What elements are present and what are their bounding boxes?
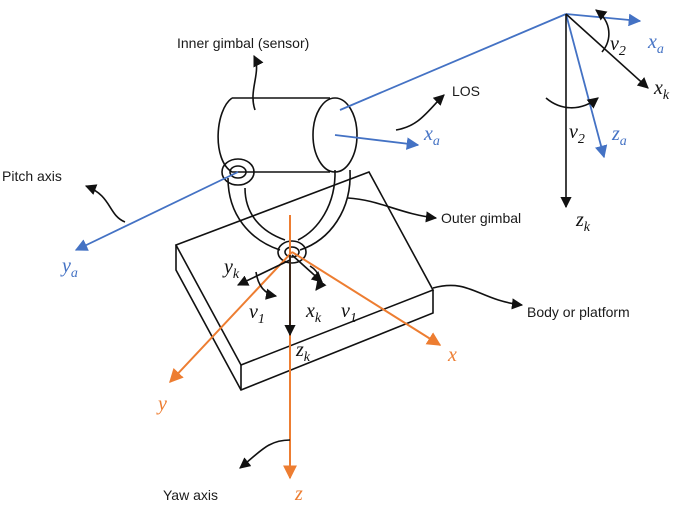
y-axis-arrow bbox=[169, 251, 293, 384]
sym-z: z bbox=[294, 483, 303, 505]
leader-yaw-axis bbox=[239, 439, 291, 469]
xa-arrow-sensor bbox=[334, 134, 420, 150]
svg-text:xk: xk bbox=[305, 300, 322, 326]
svg-text:zk: zk bbox=[295, 339, 311, 365]
sym-v2-bottom: v2 bbox=[569, 121, 585, 147]
yaw-bearing-outer bbox=[277, 240, 307, 264]
leader-pitch-axis bbox=[84, 184, 126, 223]
inner-gimbal-cylinder bbox=[217, 97, 358, 186]
label-pitch-axis: Pitch axis bbox=[2, 168, 62, 184]
sym-xa-frame: xa bbox=[647, 31, 664, 57]
los-line bbox=[339, 13, 567, 111]
yk-arrow-base bbox=[236, 259, 291, 286]
svg-text:v2: v2 bbox=[610, 33, 626, 59]
v2-arc-top bbox=[595, 9, 610, 53]
label-yaw-axis: Yaw axis bbox=[163, 487, 218, 503]
leader-inner-gimbal bbox=[252, 54, 264, 111]
sym-ya: ya bbox=[60, 255, 78, 281]
v2-arc-bottom bbox=[545, 97, 599, 109]
xk-arrow-base bbox=[291, 254, 323, 283]
leader-los bbox=[395, 94, 445, 131]
sym-za-frame: za bbox=[611, 123, 627, 149]
sym-xk-frame: xk bbox=[653, 77, 670, 103]
yoke-left-inner bbox=[244, 187, 286, 241]
sym-zk-frame: zk bbox=[575, 209, 591, 235]
pitch-bearing-inner bbox=[229, 165, 247, 179]
sym-v2-top: v2 bbox=[610, 33, 626, 59]
svg-text:zk: zk bbox=[575, 209, 591, 235]
sym-zk-base: zk bbox=[295, 339, 311, 365]
pitch-bearing-outer bbox=[221, 158, 255, 186]
sym-v1-right: v1 bbox=[341, 300, 357, 326]
sym-xa-sensor: xa bbox=[423, 123, 440, 149]
leader-body-platform bbox=[432, 284, 524, 310]
svg-text:ya: ya bbox=[60, 255, 78, 281]
leader-outer-gimbal bbox=[347, 197, 438, 223]
label-body-platform: Body or platform bbox=[527, 304, 630, 320]
label-los: LOS bbox=[452, 83, 480, 99]
platform-box bbox=[174, 171, 435, 392]
v1-arc-left bbox=[255, 271, 278, 300]
v1-arc-right bbox=[309, 265, 327, 291]
svg-text:za: za bbox=[611, 123, 627, 149]
za-arrow-frame bbox=[565, 13, 608, 159]
svg-text:v1: v1 bbox=[249, 301, 265, 327]
sym-yk-base: yk bbox=[222, 256, 240, 282]
svg-text:xa: xa bbox=[423, 123, 440, 149]
outer-gimbal bbox=[227, 169, 351, 264]
svg-text:v1: v1 bbox=[341, 300, 357, 326]
cylinder-front-face bbox=[312, 97, 358, 173]
x-axis-arrow bbox=[291, 251, 442, 346]
pitch-axis-ya-arrow bbox=[74, 171, 239, 251]
yaw-bearing-inner bbox=[284, 246, 300, 258]
platform-top-face bbox=[174, 171, 435, 367]
frame-diagram bbox=[545, 9, 649, 209]
yoke-left-outer bbox=[227, 177, 281, 251]
gimbal-frame-axes bbox=[236, 254, 327, 337]
yoke-right-outer bbox=[299, 169, 351, 251]
svg-text:xa: xa bbox=[647, 31, 664, 57]
leader-lines bbox=[84, 54, 524, 469]
svg-text:v2: v2 bbox=[569, 121, 585, 147]
sym-x: x bbox=[447, 344, 457, 366]
label-outer-gimbal: Outer gimbal bbox=[441, 210, 521, 226]
svg-text:xk: xk bbox=[653, 77, 670, 103]
yoke-right-inner bbox=[297, 169, 336, 241]
sym-v1-left: v1 bbox=[249, 301, 265, 327]
sym-y: y bbox=[156, 393, 167, 415]
cylinder-back bbox=[217, 97, 330, 173]
svg-text:yk: yk bbox=[222, 256, 240, 282]
xk-arrow-frame bbox=[565, 13, 649, 89]
label-inner-gimbal: Inner gimbal (sensor) bbox=[177, 35, 309, 51]
sym-xk-base: xk bbox=[305, 300, 322, 326]
aircraft-frame-lines bbox=[74, 13, 567, 251]
